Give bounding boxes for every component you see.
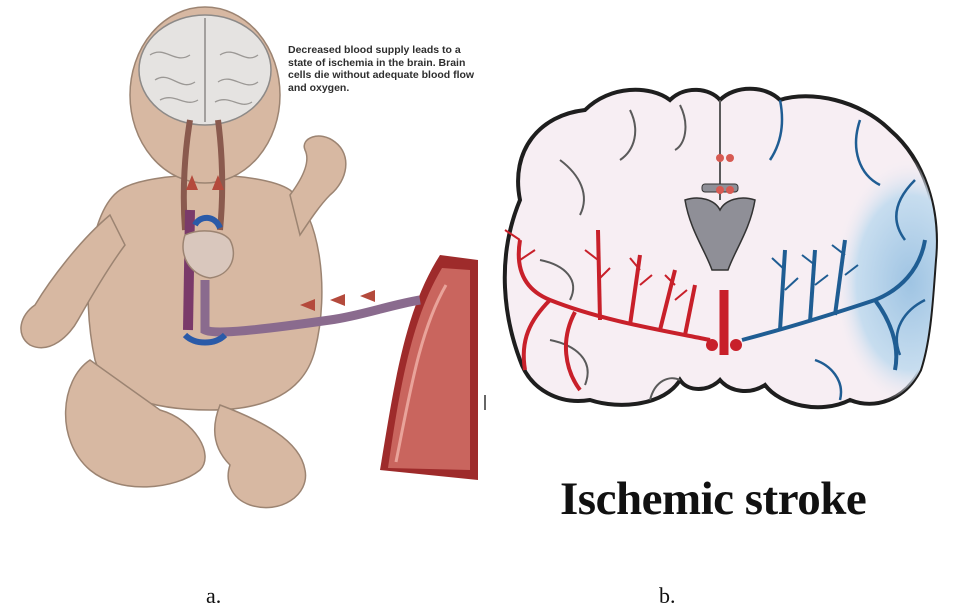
caption-b: b. — [659, 583, 676, 609]
vena-cava — [188, 210, 190, 330]
ischemia-annotation: Decreased blood supply leads to a state … — [288, 44, 478, 94]
ischemic-stroke-illustration — [480, 0, 954, 540]
infant-brain — [139, 15, 271, 125]
caption-a: a. — [206, 583, 221, 609]
ischemic-stroke-title: Ischemic stroke — [560, 472, 866, 526]
placenta — [380, 255, 478, 480]
brain-cross-section — [480, 0, 954, 540]
